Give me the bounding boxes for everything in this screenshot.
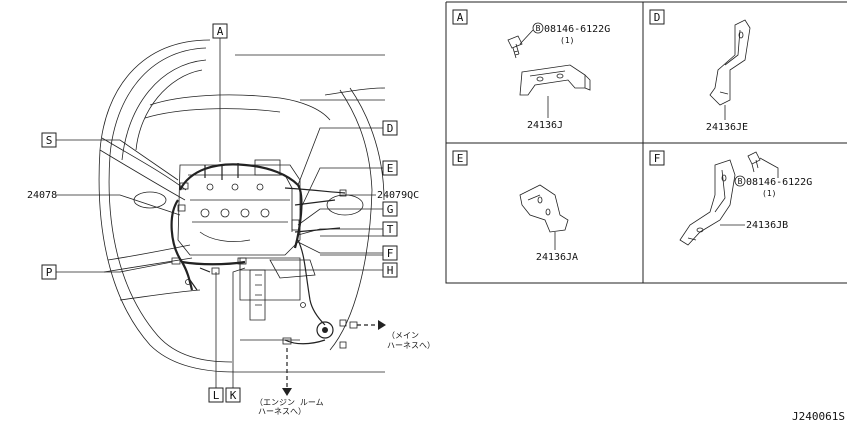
panel-f-tag [649, 150, 665, 166]
panel-f: F B 08146-6122G (1) 24136JB [649, 150, 812, 246]
callout-a[interactable]: A [212, 23, 228, 39]
panel-a: A B 08146-6122G (1) 24136J [452, 9, 610, 131]
main-harness-caption-2: ハーネスへ） [387, 341, 435, 350]
bracket-24136je-icon [709, 19, 751, 106]
callout-e[interactable]: E [382, 160, 398, 176]
part-number-24136jb: 24136JB [746, 220, 788, 231]
callout-f-label: F [387, 247, 394, 260]
bolt-symbol-circle-a [532, 22, 544, 34]
bolt-icon-f [747, 151, 761, 173]
callout-p[interactable]: P [41, 264, 57, 280]
callout-e-label: E [387, 162, 394, 175]
callout-k-label: K [230, 389, 237, 402]
callout-g[interactable]: G [382, 201, 398, 217]
car-body-outline [98, 39, 386, 373]
panel-d-tag-label: D [654, 11, 661, 24]
bracket-24136j-icon [519, 64, 591, 96]
engine-room-caption-2: ハーネスへ） [258, 407, 306, 416]
engine-room-caption-1: （エンジン ルーム [255, 398, 324, 407]
callout-h[interactable]: H [382, 262, 398, 278]
arrow-to-main-harness [357, 320, 386, 330]
panel-d-tag [649, 9, 665, 25]
panel-a-tag [452, 9, 468, 25]
callout-g-label: G [387, 203, 394, 216]
callout-t-label: T [387, 223, 394, 236]
callout-l[interactable]: L [208, 387, 224, 403]
part-number-24136j: 24136J [527, 120, 563, 131]
leader-lines [56, 38, 383, 388]
callout-a-label: A [217, 25, 224, 38]
callout-f[interactable]: F [382, 245, 398, 261]
bolt-symbol-circle-f [734, 175, 746, 187]
panel-e: E 24136JA [452, 150, 578, 263]
callout-h-label: H [387, 264, 394, 277]
part-number-24136ja: 24136JA [536, 252, 578, 263]
diagram-code: J240061S [792, 410, 845, 423]
panel-e-tag [452, 150, 468, 166]
callout-k[interactable]: K [225, 387, 241, 403]
callout-d-label: D [387, 122, 394, 135]
callout-l-label: L [213, 389, 220, 402]
panel-a-tag-label: A [457, 11, 464, 24]
part-number-24078: 24078 [27, 190, 57, 201]
bolt-symbol-a: B [536, 24, 541, 33]
bolt-qty-a: (1) [560, 36, 574, 45]
callout-s[interactable]: S [41, 132, 57, 148]
part-number-24079qc: 24079QC [377, 190, 419, 201]
panel-d: D 24136JE [649, 9, 751, 133]
panel-e-tag-label: E [457, 152, 464, 165]
callout-t[interactable]: T [382, 221, 398, 237]
part-number-24136je: 24136JE [706, 122, 748, 133]
bolt-part-f: 08146-6122G [746, 177, 812, 188]
arrow-to-engine-room-harness [282, 348, 292, 396]
detail-grid [445, 1, 847, 284]
main-harness-caption-1: （メイン [387, 331, 419, 340]
callout-p-label: P [46, 266, 53, 279]
callout-s-label: S [46, 134, 53, 147]
callout-d[interactable]: D [382, 120, 398, 136]
bolt-qty-f: (1) [762, 189, 776, 198]
panel-f-tag-label: F [654, 152, 661, 165]
engine-block [177, 159, 316, 321]
bracket-24136jb-icon [679, 159, 736, 246]
bracket-24136ja-icon [519, 184, 569, 233]
bolt-symbol-f: B [738, 177, 743, 186]
bolt-icon [507, 35, 523, 59]
bolt-part-a: 08146-6122G [544, 24, 610, 35]
